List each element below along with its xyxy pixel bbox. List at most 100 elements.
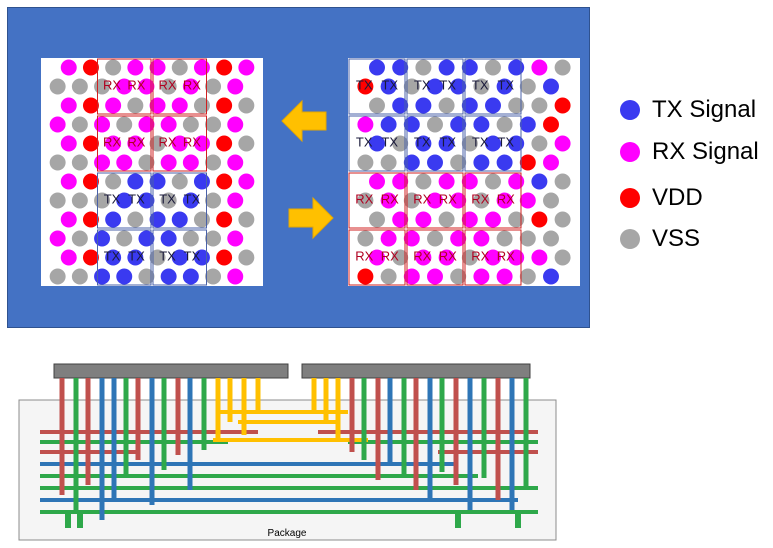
ball-vss	[392, 249, 409, 266]
ball-rx	[531, 249, 548, 266]
ball-rx	[473, 230, 490, 247]
rx-block-label: RX	[497, 248, 515, 263]
tx-block-label: TX	[439, 77, 456, 92]
ball-tx	[116, 192, 133, 209]
ball-vss	[543, 230, 559, 247]
ball-vdd	[357, 78, 374, 95]
ball-vss	[71, 268, 88, 285]
rx-block-outline	[406, 229, 464, 286]
ball-rx	[450, 230, 467, 247]
ball-vss	[473, 192, 490, 209]
ball-rx	[193, 59, 210, 76]
ball-rx	[60, 249, 77, 266]
ball-tx	[116, 268, 133, 285]
rx-block-label: RX	[355, 248, 373, 263]
ball-vss	[149, 135, 166, 152]
ball-rx	[49, 116, 66, 133]
ball-tx	[485, 135, 501, 152]
ball-vdd	[82, 249, 99, 266]
ball-rx	[193, 135, 210, 152]
ball-vss	[496, 116, 513, 133]
rx-block-label: RX	[127, 134, 145, 149]
ball-rx	[461, 173, 478, 190]
ball-rx	[227, 192, 244, 209]
ball-vss	[519, 78, 536, 95]
ball-vss	[205, 116, 222, 133]
ball-rx	[415, 249, 432, 266]
ball-vss	[116, 230, 133, 247]
ball-vss	[485, 59, 501, 76]
ball-rx	[116, 78, 133, 95]
arrow-left-icon	[281, 99, 327, 143]
ball-vss	[427, 116, 443, 133]
ball-tx	[182, 268, 199, 285]
ball-rx	[380, 230, 397, 247]
ball-rx	[160, 154, 177, 171]
ball-rx	[60, 97, 77, 114]
ball-vss	[543, 192, 559, 209]
ball-vss	[403, 78, 420, 95]
ball-vss	[238, 211, 255, 228]
tx-block-outline	[97, 229, 152, 286]
ball-rx	[138, 116, 155, 133]
legend-item-rx: RX Signal	[620, 135, 759, 169]
ball-vss	[171, 59, 188, 76]
ball-tx	[519, 116, 536, 133]
ball-vss	[427, 230, 443, 247]
ball-tx	[543, 268, 559, 285]
ball-vss	[160, 192, 177, 209]
ball-rx	[49, 230, 66, 247]
tx-block-label: TX	[184, 191, 201, 206]
ball-tx	[369, 59, 385, 76]
ball-vss	[71, 230, 88, 247]
tx-block-label: TX	[128, 191, 145, 206]
ball-vss	[71, 116, 88, 133]
ball-vdd	[543, 116, 559, 133]
ball-rx	[485, 211, 501, 228]
ball-rx	[94, 154, 111, 171]
legend-label-vdd: VDD	[652, 184, 703, 211]
rx-block-outline	[348, 172, 406, 229]
ball-vss	[71, 154, 88, 171]
ball-vss	[392, 135, 409, 152]
ball-vss	[403, 192, 420, 209]
ball-vdd	[519, 154, 536, 171]
ball-vss	[415, 59, 432, 76]
ball-vss	[554, 249, 571, 266]
ball-vss	[473, 78, 490, 95]
tx-block-outline	[152, 172, 207, 229]
ball-tx	[193, 173, 210, 190]
ball-rx	[171, 135, 188, 152]
ball-vdd	[531, 211, 548, 228]
tx-block-label: TX	[497, 77, 514, 92]
rx-block-label: RX	[103, 134, 121, 149]
ball-vss	[205, 154, 222, 171]
ball-vdd	[216, 97, 233, 114]
rx-block-label: RX	[159, 77, 177, 92]
ball-vss	[369, 211, 385, 228]
ball-tx	[369, 135, 385, 152]
tx-block-outline	[97, 172, 152, 229]
ball-tx	[138, 192, 155, 209]
rx-block-label: RX	[103, 77, 121, 92]
ball-vss	[531, 97, 548, 114]
ball-vdd	[82, 211, 99, 228]
ball-tx	[149, 173, 166, 190]
ball-rx	[171, 97, 188, 114]
ball-tx	[496, 154, 513, 171]
ball-vss	[508, 211, 525, 228]
ball-tx	[392, 59, 409, 76]
ball-rx	[227, 116, 244, 133]
ball-rx	[519, 192, 536, 209]
ball-vss	[519, 268, 536, 285]
ball-vss	[171, 173, 188, 190]
rx-block-label: RX	[355, 191, 373, 206]
ball-tx	[531, 173, 548, 190]
ball-vss	[105, 59, 122, 76]
tx-block-label: TX	[414, 134, 431, 149]
ball-vss	[182, 230, 199, 247]
legend-item-tx: TX Signal	[620, 93, 756, 127]
ball-rx	[438, 249, 455, 266]
